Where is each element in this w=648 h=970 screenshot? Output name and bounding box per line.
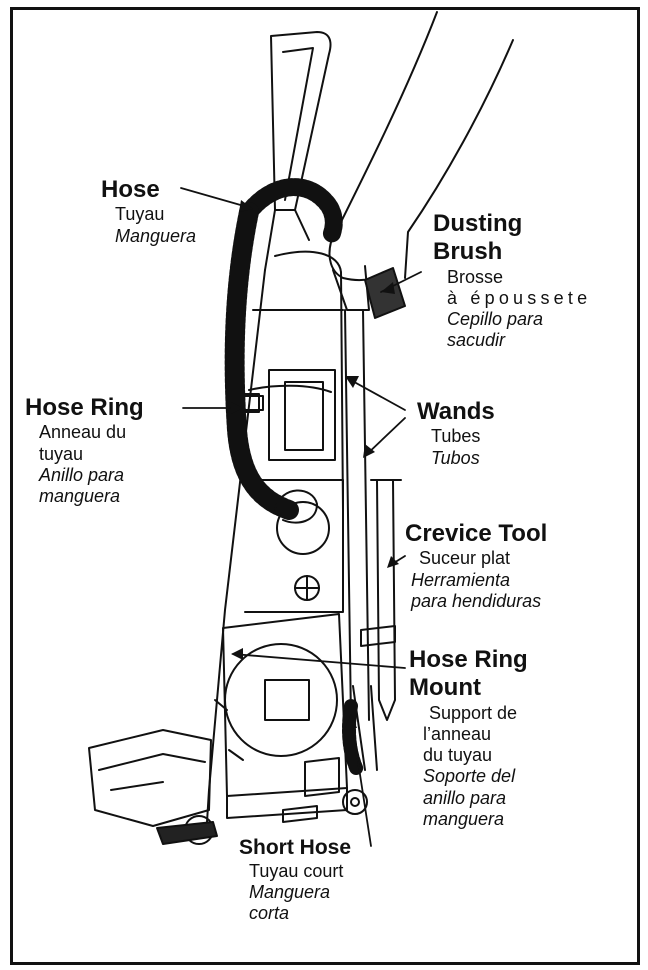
- label-hose-ring-mount-en-2: Mount: [409, 674, 481, 702]
- arrow-crevice-tool: [387, 556, 399, 568]
- label-short-hose-fr: Tuyau court: [249, 860, 344, 881]
- diagram-frame: Hose Tuyau Manguera Dusting Brush Brosse…: [10, 7, 640, 965]
- label-dusting-brush-es-1: Cepillo para: [447, 309, 544, 330]
- label-hose-ring-mount-fr-3: du tuyau: [423, 745, 493, 766]
- arrow-hose-ring: [231, 402, 243, 414]
- label-hose-ring-es-1: Anillo para: [39, 464, 125, 485]
- label-short-hose-es-2: corta: [249, 903, 290, 924]
- label-dusting-brush-es-2: sacudir: [447, 330, 506, 351]
- label-hose-ring-fr-1: Anneau du: [39, 422, 127, 443]
- label-crevice-tool-fr: Suceur plat: [419, 548, 511, 569]
- label-hose-fr: Tuyau: [115, 204, 165, 225]
- label-wands-es: Tubos: [431, 447, 480, 468]
- vacuum-hose: [224, 178, 364, 777]
- label-wands-en: Wands: [417, 398, 495, 425]
- label-short-hose-es-1: Manguera: [249, 882, 331, 902]
- label-hose-ring-es-2: manguera: [39, 486, 121, 507]
- label-hose-ring-mount-fr-1: Support de: [429, 702, 518, 723]
- leader-hose: [180, 187, 252, 209]
- label-crevice-tool-en: Crevice Tool: [405, 520, 548, 547]
- label-hose-ring-en: Hose Ring: [25, 394, 144, 421]
- label-hose-ring-mount-en-1: Hose Ring: [409, 646, 528, 673]
- label-crevice-tool: Crevice Tool Suceur plat Herramienta par…: [405, 520, 547, 612]
- label-wands: Wands Tubes Tubos: [417, 398, 495, 469]
- label-dusting-brush-en-1: Dusting: [433, 210, 523, 237]
- label-hose-ring-mount-es-3: manguera: [423, 808, 505, 829]
- vacuum-base: [88, 729, 368, 845]
- label-short-hose: Short Hose Tuyau court Manguera corta: [239, 836, 351, 924]
- label-hose-ring-mount-es-1: Soporte del: [423, 766, 516, 787]
- leader-wands-upper: [346, 377, 406, 411]
- label-hose-ring-fr-2: tuyau: [39, 443, 84, 464]
- label-hose: Hose Tuyau Manguera: [101, 176, 196, 247]
- leader-hose-ring-mount: [232, 653, 406, 669]
- label-wands-fr: Tubes: [431, 426, 481, 447]
- label-hose-ring: Hose Ring Anneau du tuyau Anillo para ma…: [25, 394, 144, 507]
- label-dusting-brush-en-2: Brush: [433, 238, 503, 266]
- label-hose-ring-mount-fr-2: l’anneau: [423, 723, 492, 744]
- arrow-dusting-brush: [381, 282, 395, 294]
- hose-ring-part: [226, 393, 264, 413]
- label-crevice-tool-es-2: para hendiduras: [411, 590, 542, 611]
- arrow-wands-upper: [345, 376, 359, 388]
- arrow-hose-ring-mount: [231, 648, 243, 660]
- leader-short-hose: [350, 715, 372, 847]
- label-hose-ring-mount: Hose Ring Mount Support de l’anneau du t…: [409, 646, 528, 830]
- label-hose-es: Manguera: [115, 225, 197, 246]
- vacuum-body: [206, 250, 348, 823]
- vacuum-accessories: [332, 265, 406, 771]
- vacuum-handle: [264, 31, 332, 271]
- label-crevice-tool-es-1: Herramienta: [411, 569, 511, 590]
- label-short-hose-en: Short Hose: [239, 836, 352, 859]
- label-dusting-brush-fr-1: Brosse: [447, 266, 504, 287]
- vacuum-illustration: [88, 11, 514, 847]
- label-dusting-brush: Dusting Brush Brosse à époussete Cepillo…: [433, 210, 591, 352]
- label-hose-en: Hose: [101, 176, 160, 203]
- arrow-wands-lower: [363, 444, 375, 458]
- label-dusting-brush-fr-2: à époussete: [447, 287, 592, 308]
- arrow-hose: [239, 200, 253, 212]
- label-hose-ring-mount-es-2: anillo para: [423, 787, 507, 808]
- arrowheads: [231, 200, 399, 728]
- arrow-short-hose: [345, 714, 357, 728]
